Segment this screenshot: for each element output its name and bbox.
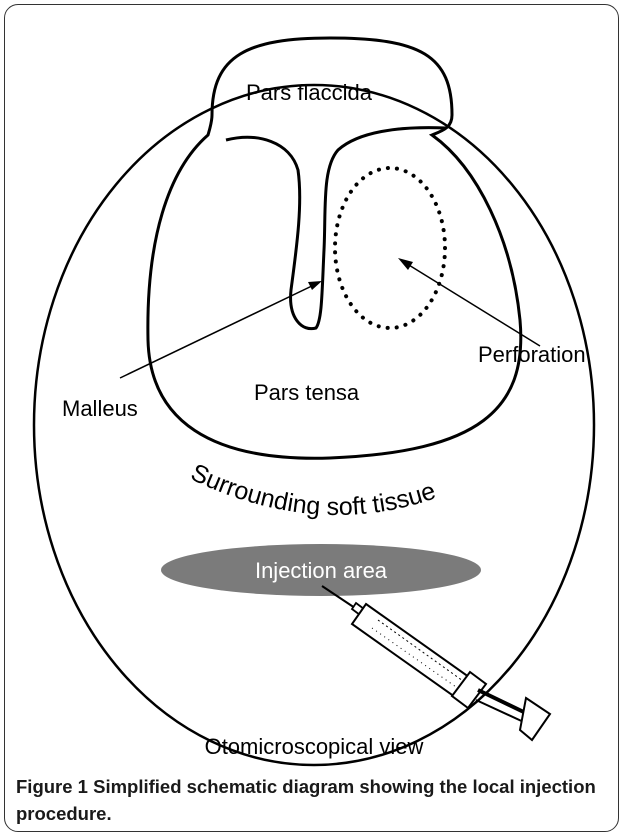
syringe-icon	[322, 586, 550, 740]
figure-caption: Figure 1 Simplified schematic diagram sh…	[16, 773, 606, 827]
label-perforation: Perforation	[478, 342, 586, 367]
label-pars-flaccida: Pars flaccida	[246, 80, 373, 105]
outer-view-circle	[34, 85, 594, 765]
perforation-outline	[335, 168, 445, 328]
malleus-arrowhead	[308, 281, 322, 290]
label-surrounding-soft-tissue: Surrounding soft tissue	[187, 458, 439, 521]
caption-text: Simplified schematic diagram showing the…	[16, 776, 596, 824]
label-injection-area: Injection area	[255, 558, 388, 583]
caption-label: Figure 1	[16, 776, 88, 797]
label-view: Otomicroscopical view	[205, 734, 424, 759]
perforation-pointer	[404, 262, 540, 346]
label-malleus: Malleus	[62, 396, 138, 421]
annular-fold-line	[226, 128, 446, 329]
perforation-arrowhead	[398, 258, 413, 270]
label-pars-tensa: Pars tensa	[254, 380, 360, 405]
